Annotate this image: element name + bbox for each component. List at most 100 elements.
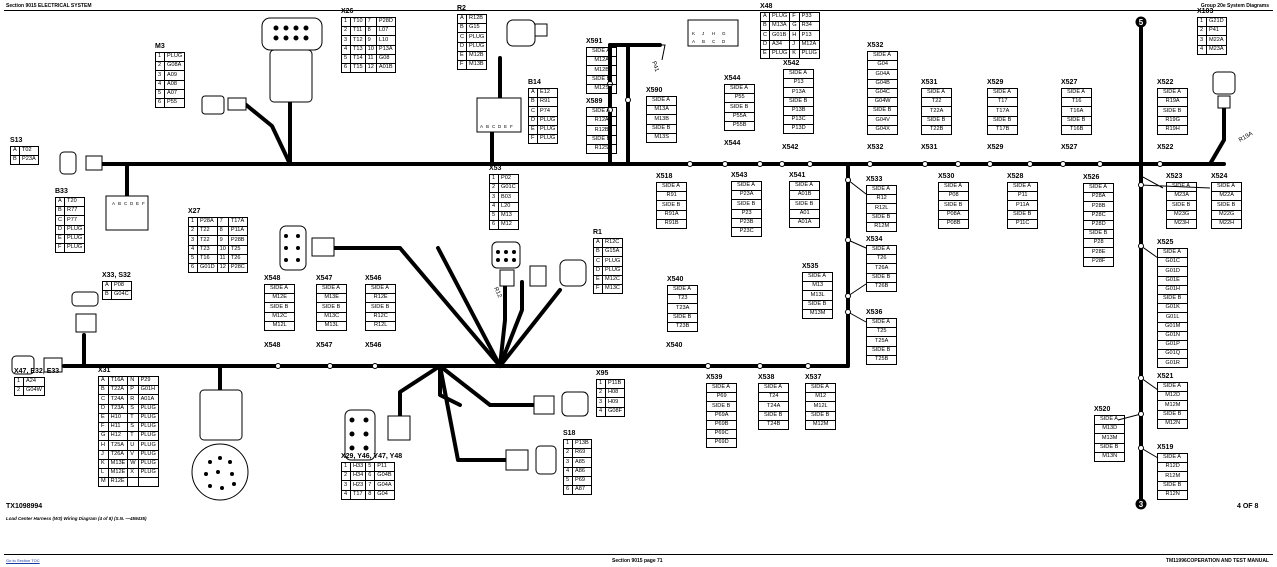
table-cell: H	[789, 30, 800, 41]
table-cell: D	[98, 403, 109, 414]
table-row: P28E	[1082, 247, 1115, 258]
table-row: G01D	[1156, 266, 1189, 277]
table-cell: R91B	[655, 218, 688, 229]
x529-label: X529	[987, 79, 1004, 86]
table-cell: X	[127, 467, 139, 479]
table-cell: P28D	[1082, 219, 1115, 230]
table-cell: R77	[64, 206, 86, 217]
x48-pin-b: B	[702, 39, 705, 44]
table-row: SIDE B	[788, 199, 821, 210]
table-cell: E	[527, 124, 539, 135]
table-cell	[137, 477, 159, 488]
table-cell: G	[98, 431, 109, 442]
table-cell: G01C	[1156, 257, 1189, 268]
table-row: SIDE B	[1156, 293, 1189, 305]
s13-connector-icon	[59, 151, 77, 175]
table-cell: P23A	[730, 190, 763, 201]
table-cell: E12	[537, 87, 559, 99]
table-row: R91B	[655, 218, 688, 229]
table-row: T25A	[865, 336, 898, 347]
table-cell: F	[592, 283, 604, 295]
table-cell: G15	[466, 23, 488, 34]
table-cell: SIDE A	[1156, 381, 1189, 393]
table-cell: M12E	[107, 467, 129, 479]
table-row: G01P	[1156, 339, 1189, 351]
table-row: SIDE A	[1156, 87, 1189, 99]
wire-label-r12: R12	[492, 286, 502, 299]
b33-label: B33	[55, 188, 68, 195]
table-cell: SIDE A	[1093, 414, 1126, 426]
b33-pin-f: F	[142, 201, 145, 206]
table-cell: M12M	[804, 419, 837, 430]
table-row: M22G	[1210, 209, 1243, 220]
table-cell: M13M	[1093, 433, 1126, 444]
splice-label-s527: X527	[1061, 144, 1078, 151]
splice-label-s532: X532	[867, 144, 884, 151]
x47-connector-icon	[11, 355, 35, 375]
x591-label: X591	[586, 38, 603, 45]
table-row: T23B	[666, 321, 699, 332]
table-cell: SIDE A	[865, 317, 898, 329]
table-cell: SIDE A	[801, 271, 834, 283]
table-cell: 9	[216, 235, 229, 246]
table-row: SIDE B	[920, 115, 953, 126]
table-cell: M13E	[107, 458, 129, 469]
x53-connector-icon	[491, 241, 521, 269]
x589-label: X589	[586, 98, 603, 105]
table-cell: 1	[14, 376, 24, 388]
table-cell: A24	[23, 376, 45, 388]
table-cell: A	[759, 11, 771, 23]
table-row: SIDE A	[705, 382, 738, 394]
table-cell: M12D	[1156, 391, 1189, 402]
table-cell: SIDE B	[757, 410, 790, 421]
table-row: T16	[1060, 97, 1093, 108]
table-row: SIDE A	[788, 180, 821, 192]
x53-label: X53	[489, 165, 502, 172]
x527-label: X527	[1061, 79, 1078, 86]
table-cell: T23A	[107, 403, 129, 414]
table-cell: U	[127, 440, 139, 451]
table-cell: 1	[489, 173, 499, 185]
table-row: M23H	[1165, 218, 1198, 229]
section-toc-link[interactable]: Go to Section TOC	[6, 558, 40, 563]
table-cell: SIDE A	[757, 382, 790, 394]
table-row: P69	[705, 392, 738, 403]
table-cell: C	[527, 106, 539, 117]
x26-connector-icon	[261, 17, 323, 51]
table-cell: G01E	[1156, 275, 1189, 286]
table-cell: G01P	[1156, 339, 1189, 351]
table-cell: A	[54, 196, 66, 208]
table-cell: A34	[769, 39, 791, 50]
table-cell: SIDE B	[1156, 480, 1189, 491]
table-cell: H	[98, 440, 109, 451]
table-cell: SIDE B	[1156, 409, 1189, 420]
table-cell: T13	[350, 44, 366, 55]
table-cell: R12D	[1156, 462, 1189, 473]
table-row: SIDE B	[666, 312, 699, 323]
table-cell: D	[759, 39, 771, 50]
table-cell: E	[456, 50, 468, 61]
table-row: G01C	[1156, 257, 1189, 268]
